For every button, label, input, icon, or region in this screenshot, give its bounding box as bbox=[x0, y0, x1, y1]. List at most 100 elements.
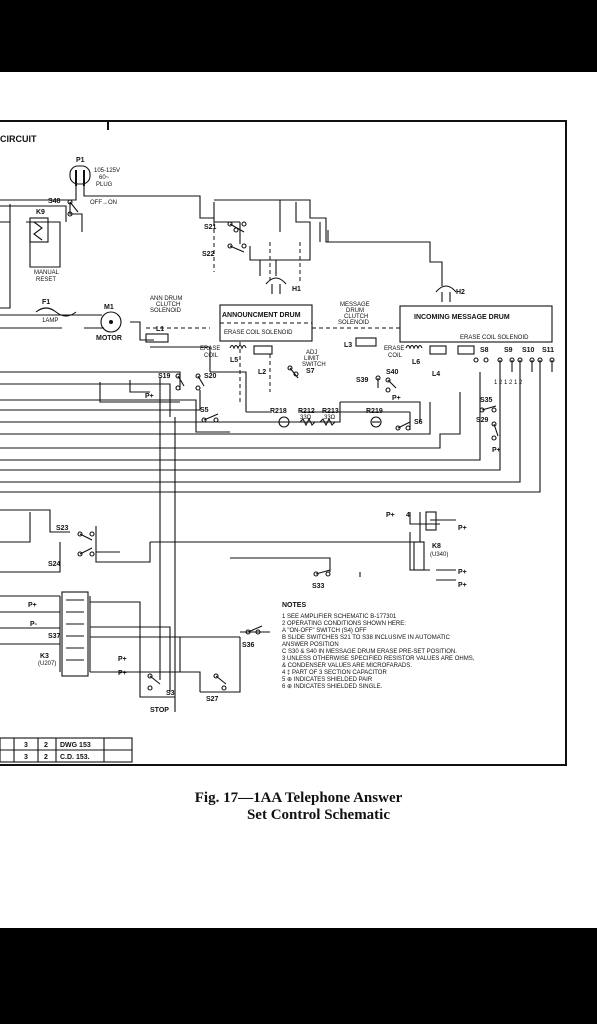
svg-text:INCOMING MESSAGE DRUM: INCOMING MESSAGE DRUM bbox=[414, 314, 510, 321]
switch-s3: S3 bbox=[147, 673, 175, 697]
svg-text:P+: P+ bbox=[458, 569, 467, 576]
svg-text:L5: L5 bbox=[230, 357, 238, 364]
erase-coil-right: ERASE COIL L6 L4 bbox=[384, 344, 447, 378]
svg-text:33Ω: 33Ω bbox=[324, 415, 336, 421]
svg-text:MOTOR: MOTOR bbox=[96, 335, 122, 342]
message-drum-clutch-solenoid: MESSAGE DRUM CLUTCH SOLENOID L3 bbox=[312, 302, 400, 349]
fuse-f1: F1 1AMP bbox=[35, 299, 77, 324]
head-h1: H1 bbox=[265, 277, 301, 294]
svg-text:P+: P+ bbox=[28, 602, 37, 609]
svg-text:S8: S8 bbox=[480, 347, 489, 354]
svg-text:H1: H1 bbox=[292, 286, 301, 293]
erase-coil-left: ERASE COIL L5 L2 bbox=[200, 342, 273, 402]
resistor-r218: R218 bbox=[270, 408, 290, 428]
svg-text:C.D. 153.: C.D. 153. bbox=[60, 754, 90, 761]
svg-text:DRUM: DRUM bbox=[346, 308, 364, 314]
svg-text:F1: F1 bbox=[42, 299, 50, 306]
svg-text:A "ON-OFF" SWITCH (S4) OFF: A "ON-OFF" SWITCH (S4) OFF bbox=[282, 628, 367, 634]
ann-drum-clutch-solenoid: ANN DRUM CLUTCH SOLENOID L1 bbox=[145, 296, 210, 343]
svg-text:6 ⊕ INDICATES SHIELDED SINGL: 6 ⊕ INDICATES SHIELDED SINGLE. bbox=[282, 684, 383, 690]
svg-text:33Ω: 33Ω bbox=[300, 415, 312, 421]
svg-text:S39: S39 bbox=[356, 377, 369, 384]
switch-s20: S20 bbox=[195, 373, 217, 391]
svg-text:S21: S21 bbox=[204, 224, 217, 231]
switch-s24: S24 bbox=[48, 547, 95, 568]
svg-text:3: 3 bbox=[24, 754, 28, 761]
svg-text:P+: P+ bbox=[458, 525, 467, 532]
svg-text:P+: P+ bbox=[118, 670, 127, 677]
svg-text:ANSWER POSITION: ANSWER POSITION bbox=[282, 642, 339, 648]
resistor-r212: R212 33Ω bbox=[298, 408, 316, 427]
svg-text:R218: R218 bbox=[270, 408, 287, 415]
announcement-drum: ANNOUNCMENT DRUM ERASE COIL SOLENOID bbox=[219, 304, 313, 342]
svg-text:ANNOUNCMENT DRUM: ANNOUNCMENT DRUM bbox=[222, 312, 301, 319]
svg-text:5 ⊕ INDICATES SHIELDED PAIR: 5 ⊕ INDICATES SHIELDED PAIR bbox=[282, 677, 373, 683]
svg-text:R213: R213 bbox=[322, 408, 339, 415]
svg-text:L6: L6 bbox=[412, 359, 420, 366]
svg-text:S36: S36 bbox=[242, 642, 255, 649]
plug-p1: P1 105-125V 60~ PLUG bbox=[69, 157, 120, 188]
resistor-r219: R219 bbox=[366, 408, 383, 428]
svg-text:4: 4 bbox=[406, 512, 410, 519]
switch-s27: S27 bbox=[206, 673, 227, 703]
switch-s19: S19 bbox=[158, 373, 185, 391]
svg-text:COIL: COIL bbox=[388, 353, 403, 359]
svg-text:ERASE: ERASE bbox=[384, 346, 404, 352]
svg-text:DWG 153: DWG 153 bbox=[60, 742, 91, 749]
svg-text:MANUAL: MANUAL bbox=[34, 270, 60, 276]
relay-k3: P+ P- S37 K3 (U207) P+ P+ bbox=[28, 591, 127, 677]
svg-text:K3: K3 bbox=[40, 653, 49, 660]
switch-s48: S48 OFF→ON bbox=[48, 198, 117, 217]
svg-text:SWITCH: SWITCH bbox=[302, 362, 326, 368]
head-h2: H2 bbox=[435, 285, 465, 302]
svg-text:ERASE COIL SOLENOID: ERASE COIL SOLENOID bbox=[224, 330, 293, 336]
switch-s8-s11-group: S8 S9 S10 S11 1 2 1 2 1 2 bbox=[473, 347, 555, 386]
svg-text:S20: S20 bbox=[204, 373, 217, 380]
switch-s40: S40 P+ bbox=[385, 369, 401, 402]
title-block: 3 2 DWG 153 3 2 C.D. 153. bbox=[0, 737, 133, 763]
switch-s6: S6 bbox=[395, 419, 423, 431]
svg-text:L2: L2 bbox=[258, 369, 266, 376]
svg-text:H2: H2 bbox=[456, 289, 465, 296]
switch-s33: S33 bbox=[312, 569, 331, 590]
switch-s5: S5 bbox=[200, 407, 219, 423]
main-wiring bbox=[0, 186, 541, 712]
schematic-header: CIRCUIT bbox=[0, 134, 37, 144]
svg-text:3 UNLESS OTHERWISE SPECIFIED: 3 UNLESS OTHERWISE SPECIFIED RESISTOR VA… bbox=[282, 656, 475, 662]
switch-s29: S29 P+ bbox=[476, 417, 501, 454]
svg-text:S29: S29 bbox=[476, 417, 489, 424]
svg-text:105-125V: 105-125V bbox=[94, 168, 120, 174]
svg-text:1 SEE AMPLIFIER SCHEMATIC B-1: 1 SEE AMPLIFIER SCHEMATIC B-177301 bbox=[282, 614, 397, 620]
svg-text:2: 2 bbox=[44, 742, 48, 749]
svg-text:M1: M1 bbox=[104, 304, 114, 311]
svg-text:S23: S23 bbox=[56, 525, 69, 532]
svg-text:S10: S10 bbox=[522, 347, 535, 354]
svg-text:P-: P- bbox=[30, 621, 38, 628]
svg-text:RESET: RESET bbox=[36, 277, 56, 283]
caption-line-1: Fig. 17—1AA Telephone Answer bbox=[194, 790, 403, 806]
relay-k9: K9 MANUAL RESET bbox=[29, 209, 60, 283]
svg-text:R212: R212 bbox=[298, 408, 315, 415]
svg-text:2: 2 bbox=[44, 754, 48, 761]
switch-s22: S22 bbox=[202, 243, 247, 258]
svg-text:4 ‡ PART OF 3 SECTION CAPACIT: 4 ‡ PART OF 3 SECTION CAPACITOR bbox=[282, 670, 387, 676]
stop-label: STOP bbox=[150, 707, 169, 714]
svg-text:B SLIDE SWITCHES S21 TO S38 I: B SLIDE SWITCHES S21 TO S38 INCLUSIVE IN… bbox=[282, 635, 451, 641]
svg-text:P+: P+ bbox=[118, 656, 127, 663]
svg-text:3: 3 bbox=[24, 742, 28, 749]
incoming-message-drum: INCOMING MESSAGE DRUM ERASE COIL SOLENOI… bbox=[399, 305, 553, 355]
svg-text:P1: P1 bbox=[76, 157, 85, 164]
svg-text:CLUTCH: CLUTCH bbox=[156, 302, 180, 308]
p-plus-label-s29: P+ bbox=[492, 447, 501, 454]
schematic-border bbox=[0, 120, 567, 766]
svg-text:S6: S6 bbox=[414, 419, 423, 426]
svg-text:NOTES: NOTES bbox=[282, 602, 306, 609]
motor-m1: M1 MOTOR bbox=[96, 304, 122, 342]
svg-text:S24: S24 bbox=[48, 561, 61, 568]
svg-text:2 OPERATING CONDITIONS SHOWN: 2 OPERATING CONDITIONS SHOWN HERE: bbox=[282, 621, 406, 627]
svg-text:L4: L4 bbox=[432, 371, 440, 378]
svg-text:S9: S9 bbox=[504, 347, 513, 354]
svg-text:ERASE: ERASE bbox=[200, 346, 220, 352]
p-plus-label-s40: P+ bbox=[392, 395, 401, 402]
svg-text:L3: L3 bbox=[344, 342, 352, 349]
